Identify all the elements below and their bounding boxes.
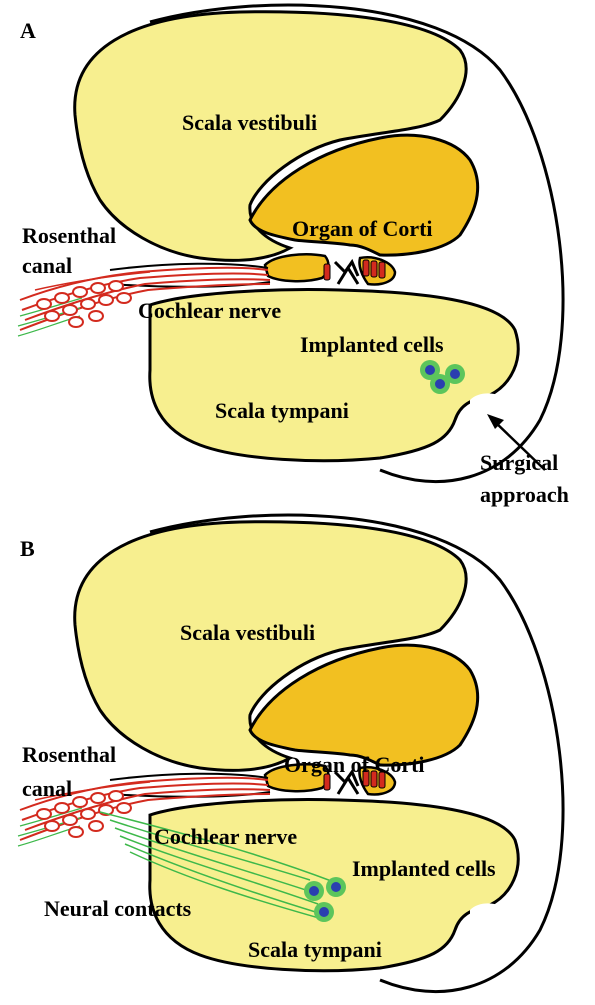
label-neural-contacts: Neural contacts (44, 896, 192, 921)
label-scala-vestibuli: Scala vestibuli (182, 110, 317, 135)
label-canal: canal (22, 776, 72, 801)
label-implanted-cells: Implanted cells (300, 332, 444, 357)
label-scala-tympani: Scala tympani (248, 937, 382, 962)
implanted-cell (304, 881, 324, 901)
panel-a-letter: A (20, 18, 36, 43)
label-rosenthal: Rosenthal (22, 223, 116, 248)
label-organ-of-corti: Organ of Corti (284, 752, 425, 777)
label-surgical: Surgical (480, 450, 558, 475)
label-canal: canal (22, 253, 72, 278)
panel-a: A Scala vestibuli Organ of Corti Rosenth… (18, 5, 569, 507)
implanted-cell (314, 902, 334, 922)
label-cochlear-nerve: Cochlear nerve (154, 824, 297, 849)
label-approach: approach (480, 482, 569, 507)
panel-b: B Scala vestibuli Organ of Corti Rosenth… (18, 515, 563, 992)
label-scala-vestibuli: Scala vestibuli (180, 620, 315, 645)
label-rosenthal: Rosenthal (22, 742, 116, 767)
label-organ-of-corti: Organ of Corti (292, 216, 433, 241)
implanted-cell (445, 364, 465, 384)
label-implanted-cells: Implanted cells (352, 856, 496, 881)
panel-b-letter: B (20, 536, 35, 561)
implanted-cell (326, 877, 346, 897)
label-scala-tympani: Scala tympani (215, 398, 349, 423)
label-cochlear-nerve: Cochlear nerve (138, 298, 281, 323)
